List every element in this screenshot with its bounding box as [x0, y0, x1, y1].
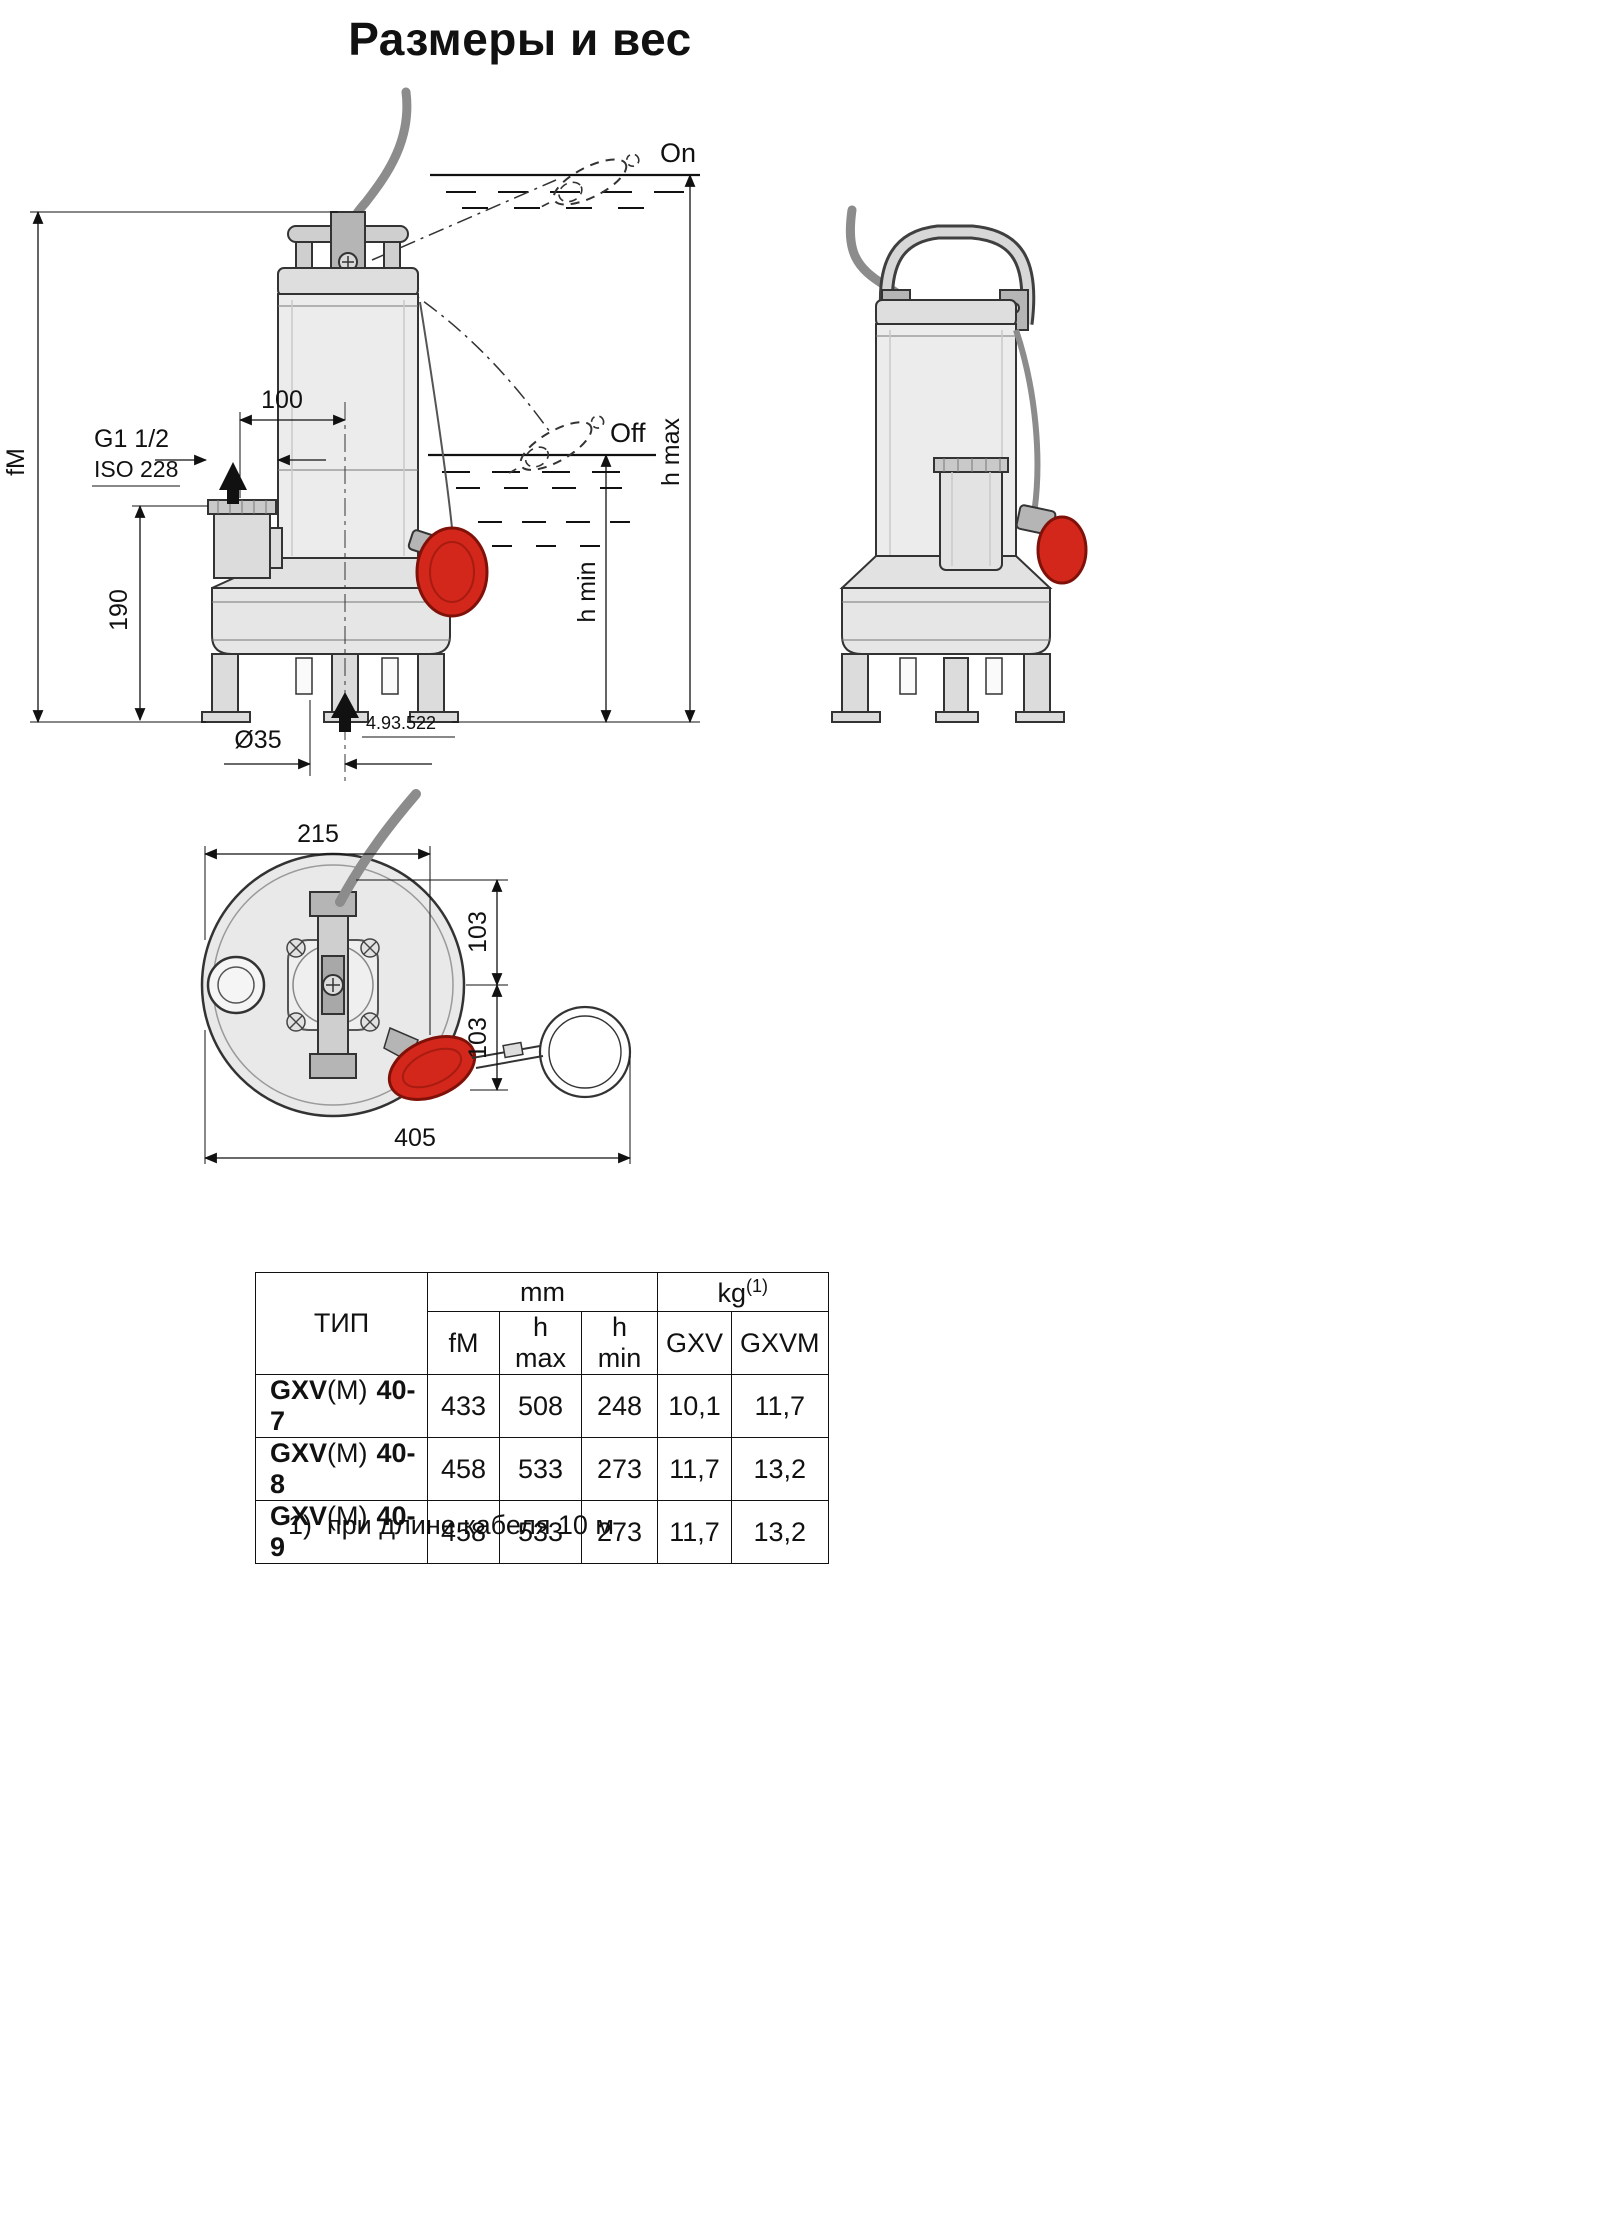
float-switch — [415, 526, 489, 618]
dim-35-label: Ø35 — [234, 726, 281, 754]
kg-footnote-ref: (1) — [746, 1275, 769, 1296]
outlet-top — [206, 955, 266, 1015]
cell-hmin: 273 — [581, 1437, 658, 1501]
thread-label: G1 1/2 — [94, 425, 169, 453]
technical-drawing: fM h max h min On Off 100 G1 1/2 ISO 228 — [2, 87, 1088, 1164]
cell-hmax: 533 — [499, 1437, 582, 1501]
dim-fm-label: fM — [2, 448, 30, 476]
table-subheader-hmin: h min — [581, 1311, 658, 1375]
table-subheader-fm: fM — [427, 1311, 500, 1375]
dimensions-top: 215 103 103 405 — [203, 820, 632, 1164]
model-name: GXV(M)40-9 — [255, 1500, 428, 1564]
cell-hmax: 533 — [499, 1500, 582, 1564]
table-header-kg: kg(1) — [657, 1272, 829, 1312]
cell-fm: 433 — [427, 1374, 500, 1438]
cable-to-float — [1013, 329, 1041, 515]
footnote: 1) при длине кабеля 10 м — [288, 1510, 614, 1540]
phantom-float-off — [508, 415, 605, 474]
float-switch-side — [1036, 515, 1088, 585]
table-header-type: ТИП — [255, 1272, 428, 1375]
float-switch-top — [387, 1035, 477, 1101]
flow-arrow-outlet — [219, 462, 247, 490]
cell-gxv: 11,7 — [656, 1500, 733, 1564]
cell-hmin: 248 — [581, 1374, 658, 1438]
dim-405-label: 405 — [394, 1124, 436, 1152]
pump-front — [201, 87, 489, 723]
flow-arrow-inlet — [331, 692, 359, 718]
power-cable-top — [335, 789, 421, 907]
cell-gxvm: 11,7 — [731, 1374, 829, 1438]
table-row: GXV(M)40-9 458 533 273 11,7 13,2 — [255, 1500, 829, 1564]
cable-loop — [538, 1005, 632, 1099]
cell-gxv: 11,7 — [656, 1437, 733, 1501]
cell-gxvm: 13,2 — [731, 1500, 829, 1564]
dim-103-upper-label: 103 — [464, 911, 492, 953]
table-row: GXV(M)40-7 433 508 248 10,1 11,7 — [255, 1374, 829, 1438]
cell-fm: 458 — [427, 1437, 500, 1501]
cell-fm: 458 — [427, 1500, 500, 1564]
cell-gxv: 10,1 — [656, 1374, 733, 1438]
page-title: Размеры и вес — [348, 13, 692, 65]
dim-103-lower-label: 103 — [464, 1017, 492, 1059]
model-name: GXV(M)40-8 — [255, 1437, 428, 1501]
motor-body — [277, 293, 419, 563]
volute-casing — [211, 587, 451, 655]
dim-100-label: 100 — [261, 386, 303, 414]
discharge-port — [213, 507, 271, 579]
side-view — [831, 205, 1088, 723]
drawing-code: 4.93.522 — [366, 713, 436, 733]
screw — [286, 938, 380, 1032]
label-on: On — [660, 138, 696, 168]
cell-hmax: 508 — [499, 1374, 582, 1438]
top-view: 215 103 103 405 — [200, 789, 632, 1164]
dimensions-table: ТИП mm kg(1) fM h max h min GXV GXVM GXV… — [255, 1272, 829, 1564]
water-level-on — [430, 173, 700, 209]
model-name: GXV(M)40-7 — [255, 1374, 428, 1438]
dim-190-label: 190 — [105, 589, 133, 631]
float-cord-front — [419, 301, 453, 529]
dim-hmax-label: h max — [657, 417, 685, 486]
table-header-mm: mm — [427, 1272, 658, 1312]
dimensions-front: fM h max h min On Off 100 G1 1/2 ISO 228 — [2, 138, 700, 782]
cell-gxvm: 13,2 — [731, 1437, 829, 1501]
front-view: fM h max h min On Off 100 G1 1/2 ISO 228 — [2, 87, 700, 782]
cell-hmin: 273 — [581, 1500, 658, 1564]
volute-casing-side — [841, 587, 1051, 655]
discharge-block — [939, 465, 1003, 571]
dim-215-label: 215 — [297, 820, 339, 848]
table-subheader-gxv: GXV — [656, 1311, 733, 1375]
table-row: GXV(M)40-8 458 533 273 11,7 13,2 — [255, 1437, 829, 1501]
dim-hmin-label: h min — [573, 561, 601, 622]
label-off: Off — [610, 418, 646, 448]
table-subheader-gxvm: GXVM — [731, 1311, 829, 1375]
table-subheader-hmax: h max — [499, 1311, 582, 1375]
